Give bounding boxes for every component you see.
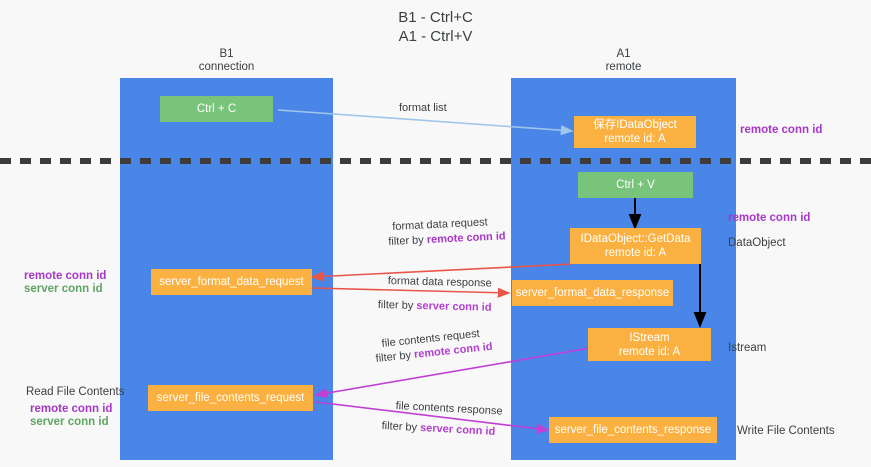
caption-format-data-response: format data response [387,274,492,290]
node-store-idataobject-line-2: remote id: A [604,133,666,145]
node-server-format-data-response[interactable]: server_format_data_response [512,280,673,306]
node-idataobject-getdata[interactable]: IDataObject::GetData remote id: A [570,228,701,264]
column-header-a1-sub: remote [605,61,642,73]
label-left-remote-conn-id-bottom: remote conn id [30,403,113,415]
connector-format-list [277,109,574,136]
label-right-remote-conn-id-top: remote conn id [740,124,823,136]
node-server-format-data-request[interactable]: server_format_data_request [151,269,312,295]
label-right-remote-conn-id-mid: remote conn id [728,212,811,224]
page-title: B1 - Ctrl+C A1 - Ctrl+V [0,8,871,46]
node-istream-line-1: IStream [629,331,670,344]
node-ctrl-c-label: Ctrl + C [196,103,237,115]
node-server-file-contents-request-label: server_file_contents_request [156,392,305,404]
caption-file-contents-response-filter-prefix: filter by [381,419,421,434]
connector-file-contents-response [315,401,550,434]
caption-format-data-response-filter-key: server conn id [416,299,492,314]
column-header-a1: A1 remote [511,48,736,74]
caption-file-contents-response-filter-key: server conn id [419,422,496,438]
label-left-server-conn-id-bottom: server conn id [30,416,109,428]
node-server-file-contents-request[interactable]: server_file_contents_request [148,385,313,411]
column-header-b1: B1 connection [120,48,333,74]
node-ctrl-c[interactable]: Ctrl + C [160,96,273,122]
caption-format-list: format list [399,102,447,114]
page-title-line-2: A1 - Ctrl+V [398,28,473,45]
connector-file-contents-request [314,347,591,399]
node-store-idataobject[interactable]: 保存IDataObject remote id: A [574,116,696,148]
connector-format-data-request [310,263,573,282]
node-server-file-contents-response-label: server_file_contents_response [554,424,712,436]
node-istream[interactable]: IStream remote id: A [588,328,711,361]
label-right-dataobject: DataObject [728,237,786,249]
caption-format-data-request-filter-key: remote conn id [426,230,506,247]
label-right-write-file-contents: Write File Contents [737,425,835,437]
node-server-format-data-request-label: server_format_data_request [159,276,304,288]
node-server-file-contents-response[interactable]: server_file_contents_response [549,417,717,443]
node-istream-line-2: remote id: A [618,345,681,358]
node-idataobject-getdata-line-2: remote id: A [604,247,667,259]
label-left-read-file-contents: Read File Contents [26,386,125,398]
node-server-format-data-response-label: server_format_data_response [515,287,670,299]
caption-file-contents-request-filter-prefix: filter by [375,348,415,365]
column-header-b1-sub: connection [198,61,255,73]
page-title-line-1: B1 - Ctrl+C [398,9,473,26]
caption-format-data-response-filter-prefix: filter by [377,298,417,312]
label-left-remote-conn-id-mid: remote conn id [24,270,107,282]
node-ctrl-v-label: Ctrl + V [616,179,655,191]
column-header-a1-name: A1 [616,48,631,60]
node-idataobject-getdata-line-1: IDataObject::GetData [580,233,691,245]
node-store-idataobject-line-1: 保存IDataObject [593,119,677,131]
label-right-istream: Istream [728,342,767,354]
caption-format-data-request-filter-prefix: filter by [388,234,428,248]
column-header-b1-name: B1 [219,48,234,60]
caption-format-data-response-filter: filter by server conn id [378,298,492,315]
node-ctrl-v[interactable]: Ctrl + V [578,172,693,198]
connector-format-data-response [311,287,511,298]
label-left-server-conn-id-mid: server conn id [24,283,103,295]
